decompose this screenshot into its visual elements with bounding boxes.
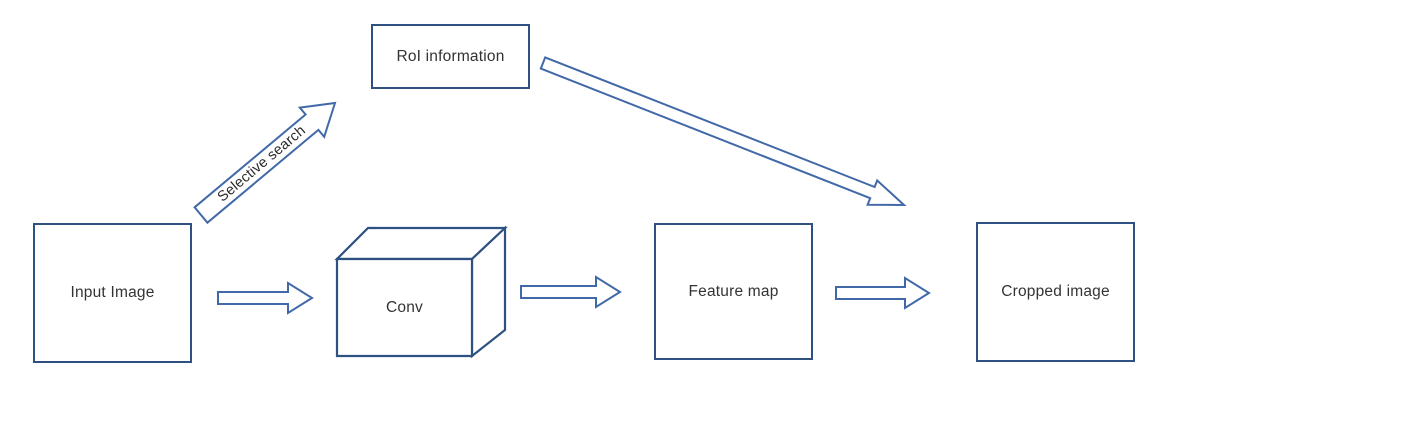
- node-cropped-image-label: Cropped image: [1001, 283, 1110, 300]
- node-feature-map: Feature map: [654, 223, 813, 360]
- arrow-feature-map-to-cropped: [835, 276, 931, 310]
- node-feature-map-label: Feature map: [688, 282, 779, 300]
- arrow-conv-to-feature-map: [520, 275, 622, 309]
- node-conv-label: Conv: [386, 298, 423, 316]
- node-roi-information-label: RoI information: [396, 47, 505, 65]
- node-roi-information: RoI information: [371, 24, 530, 89]
- conv-cuboid-front-face: [335, 257, 474, 358]
- node-input-image-label: Input Image: [70, 284, 155, 301]
- node-input-image: Input Image: [33, 223, 192, 363]
- arrow-roi-to-cropped: [539, 56, 907, 207]
- arrow-input-to-conv: [217, 281, 314, 315]
- conv-cuboid: [334, 225, 508, 359]
- node-cropped-image: Cropped image: [976, 222, 1135, 362]
- node-conv-label-container: Conv: [337, 259, 472, 356]
- arrow-selective-search: [193, 101, 337, 225]
